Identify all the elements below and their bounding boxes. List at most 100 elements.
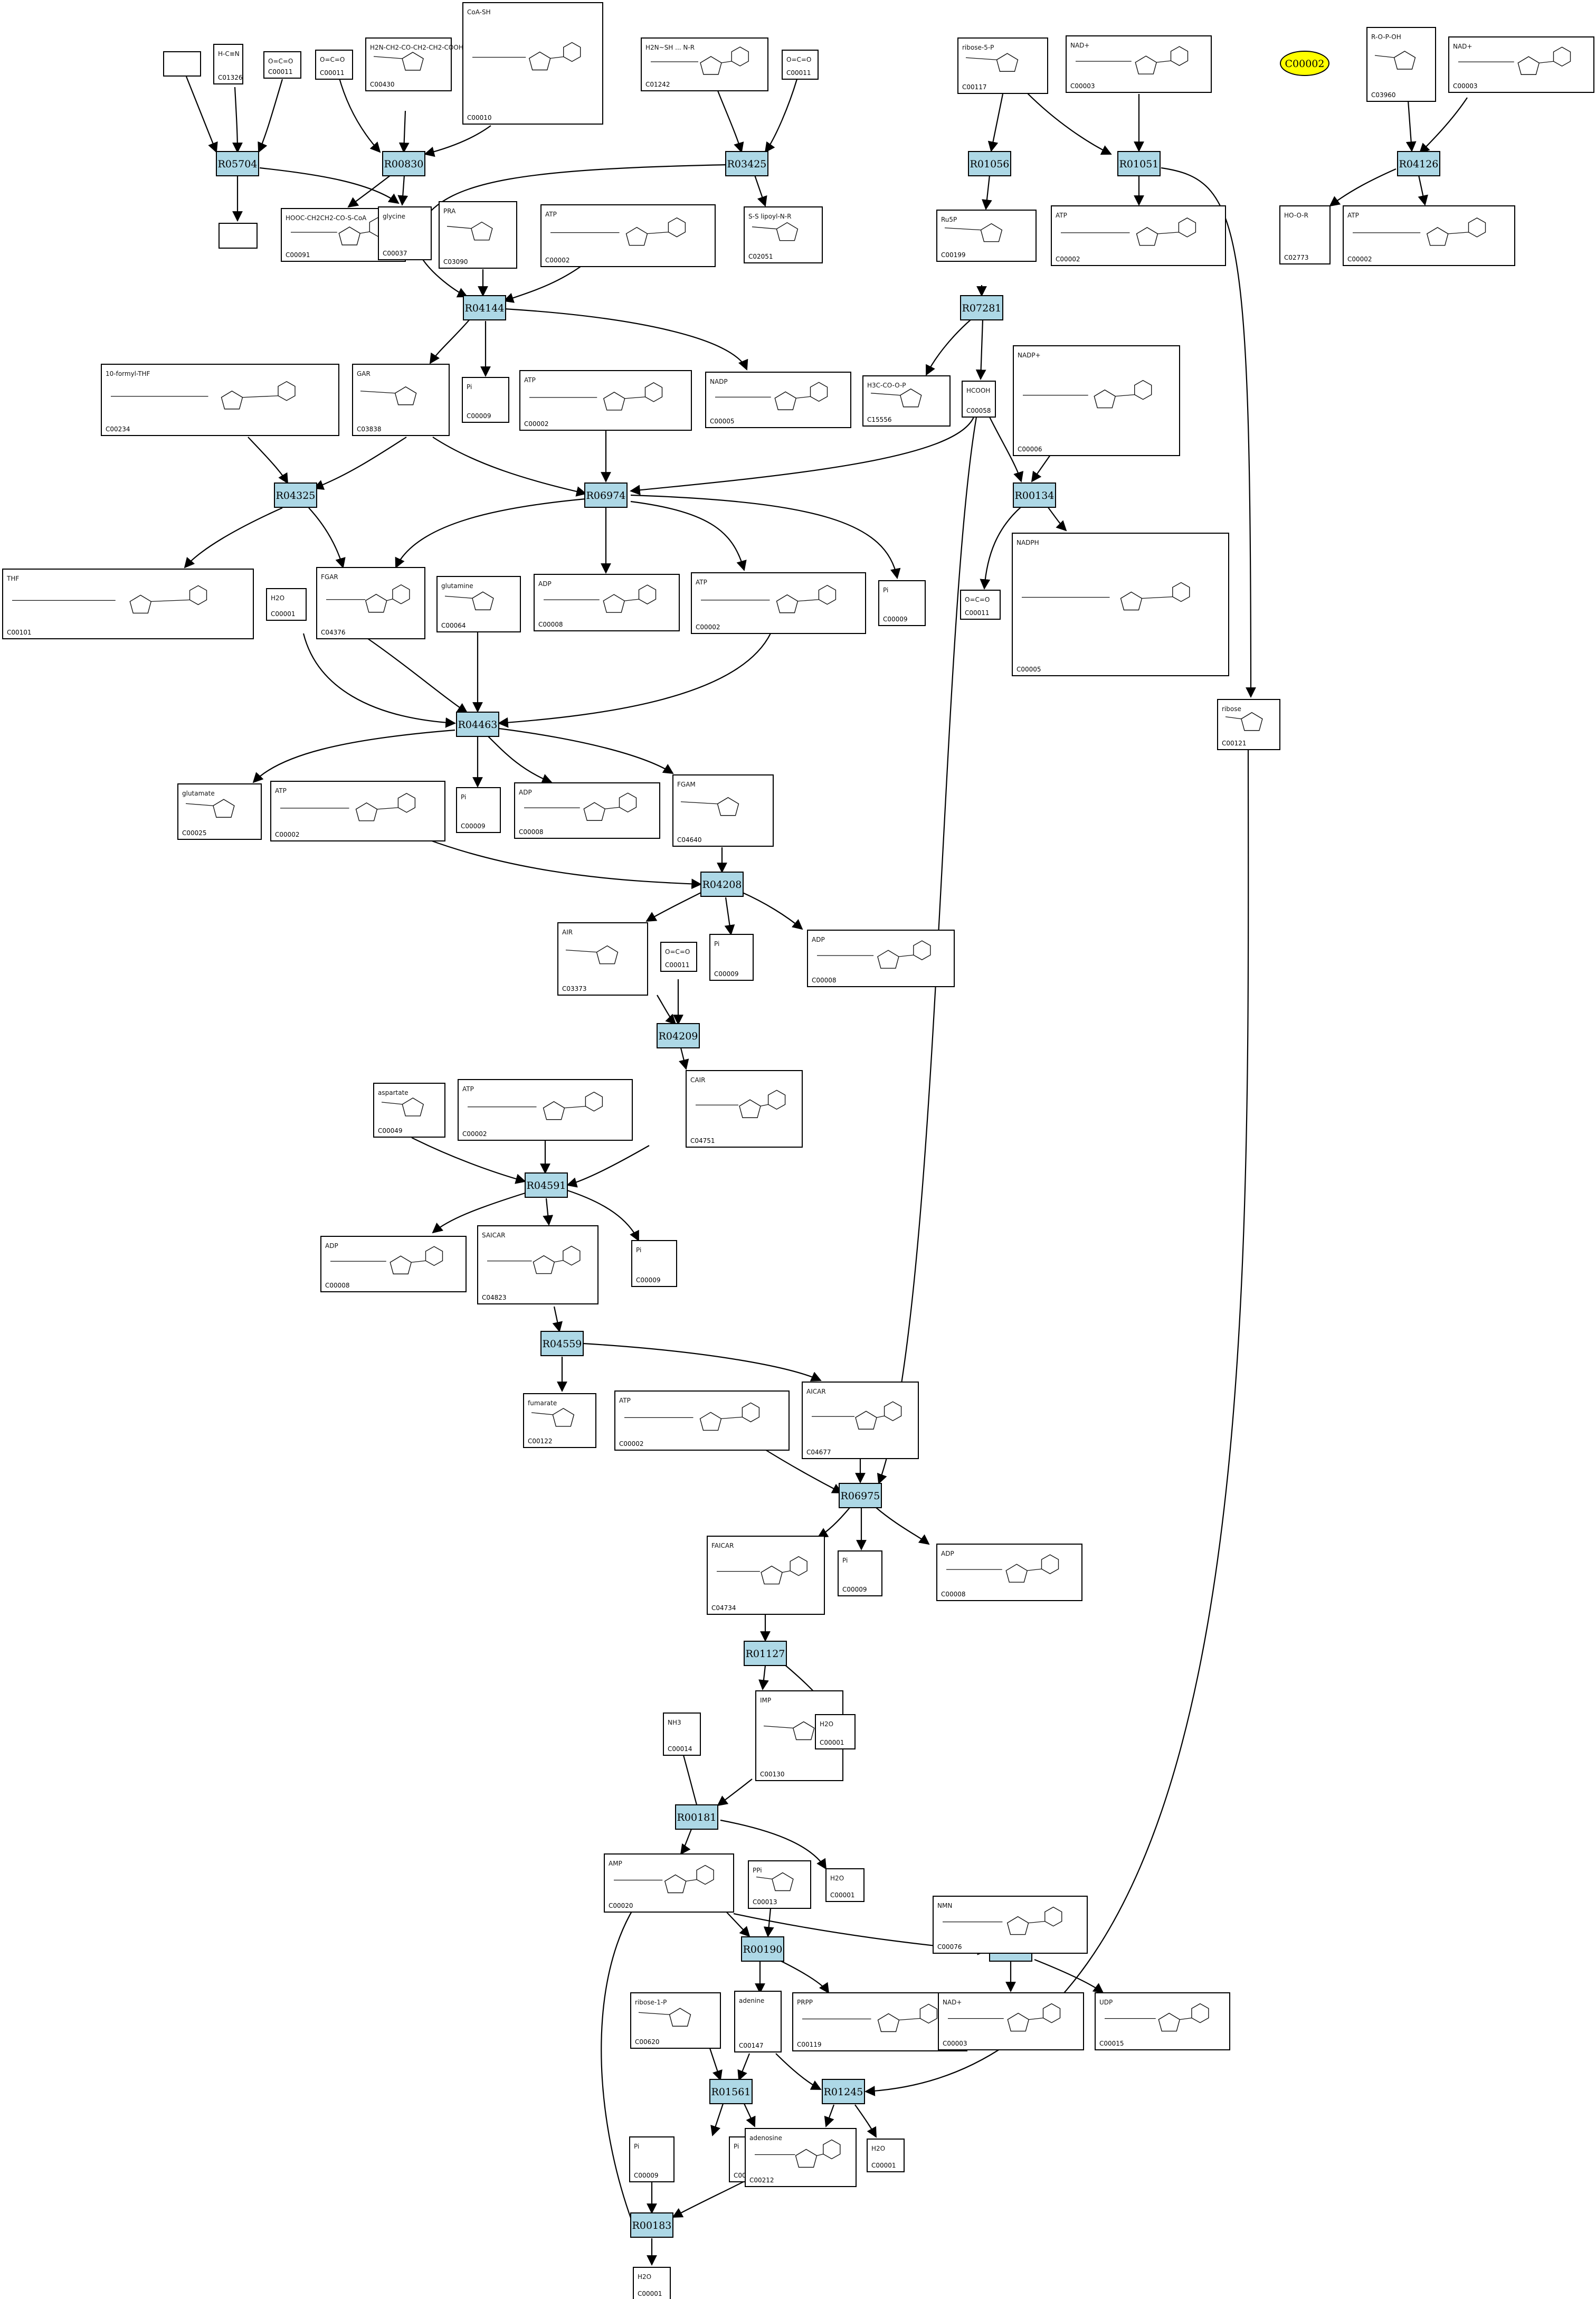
reaction-node[interactable]: R04144 xyxy=(463,295,506,320)
compound-node[interactable] xyxy=(163,51,201,77)
reaction-node[interactable]: R00190 xyxy=(741,1936,784,1962)
compound-box xyxy=(1217,699,1280,750)
reaction-node[interactable]: R06974 xyxy=(584,482,628,508)
reaction-node[interactable]: R01056 xyxy=(968,151,1011,176)
compound-node[interactable]: NADP+C00006 xyxy=(1013,345,1180,456)
reaction-node[interactable]: R07281 xyxy=(960,295,1003,320)
compound-node[interactable]: NAD+C00003 xyxy=(1066,35,1212,93)
reaction-node[interactable]: R00134 xyxy=(1013,482,1056,508)
reaction-node[interactable]: R00181 xyxy=(675,1804,718,1830)
reaction-node[interactable]: R00830 xyxy=(382,151,425,176)
reaction-node[interactable]: R03425 xyxy=(725,151,768,176)
compound-node[interactable] xyxy=(218,223,258,249)
reaction-node[interactable]: R05704 xyxy=(216,151,259,176)
reaction-node[interactable]: R04126 xyxy=(1397,151,1440,176)
reaction-node[interactable]: R01245 xyxy=(822,2079,865,2104)
reaction-node[interactable]: R06975 xyxy=(839,1483,882,1508)
reaction-node[interactable]: R01051 xyxy=(1117,151,1161,176)
reaction-node[interactable]: R04208 xyxy=(700,872,744,897)
reaction-node[interactable]: R04463 xyxy=(456,712,499,737)
reaction-node[interactable]: R01561 xyxy=(709,2079,753,2104)
reaction-node[interactable]: R00183 xyxy=(630,2212,673,2238)
reaction-node[interactable]: R04325 xyxy=(274,482,317,508)
compound-label: C00001 xyxy=(820,1739,844,1746)
reaction-node[interactable]: R04591 xyxy=(525,1172,568,1198)
compound-node[interactable]: NAD+C00003 xyxy=(938,1992,1084,2050)
compound-node[interactable]: NAD+C00003 xyxy=(1448,36,1594,93)
reaction-node[interactable]: R04559 xyxy=(540,1331,584,1356)
reaction-node[interactable]: R01127 xyxy=(744,1641,787,1666)
reaction-node[interactable]: R04209 xyxy=(657,1023,700,1048)
highlight-node[interactable]: C00002 xyxy=(1280,51,1329,76)
